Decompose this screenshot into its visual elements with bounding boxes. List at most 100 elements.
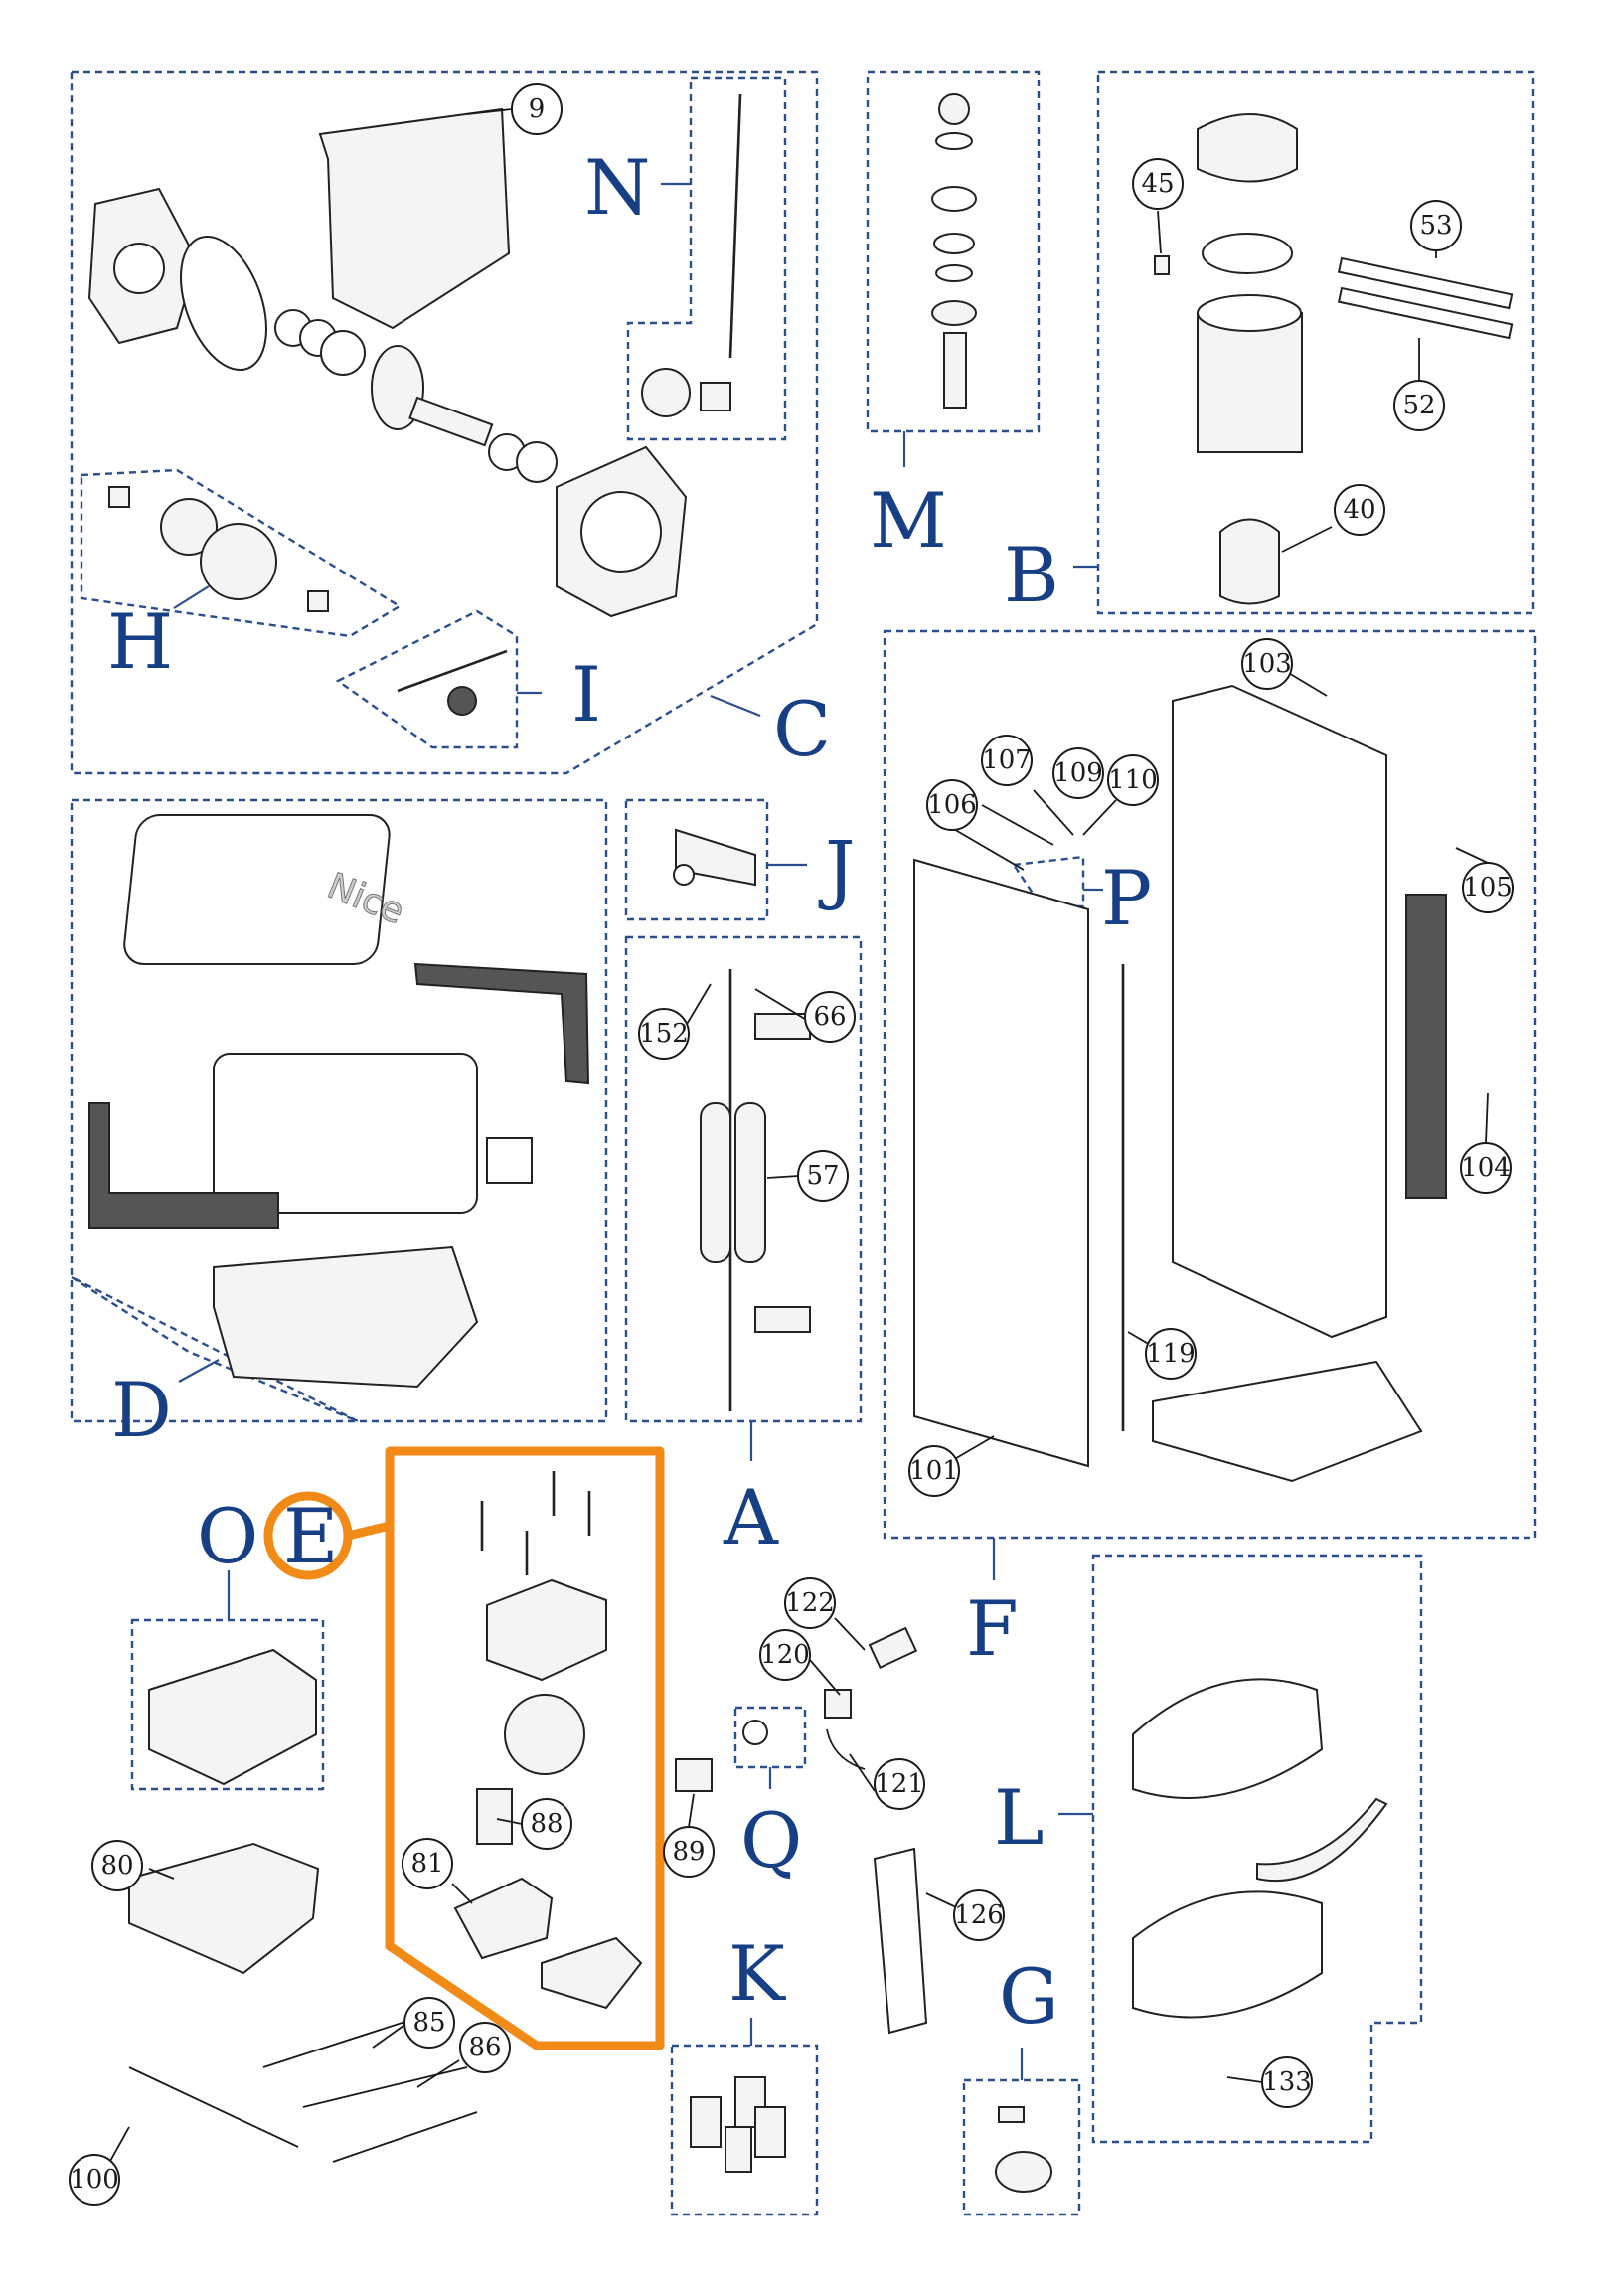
group-label-n: N [584, 143, 651, 232]
callout-103: 103 [1241, 638, 1293, 690]
callout-40: 40 [1334, 484, 1385, 536]
encoder-parts [397, 649, 508, 716]
svg-text:89: 89 [672, 1837, 705, 1867]
group-label-b: B [1004, 531, 1059, 619]
callout-86: 86 [459, 2022, 511, 2073]
svg-text:66: 66 [813, 1002, 846, 1032]
svg-text:100: 100 [70, 2165, 119, 2195]
column-parts [913, 684, 1447, 1483]
svg-text:110: 110 [1108, 765, 1158, 795]
group-m-box [866, 70, 1041, 433]
callout-9: 9 [511, 83, 563, 135]
group-n-box [626, 76, 787, 441]
callout-106: 106 [926, 779, 978, 831]
callout-110: 110 [1107, 754, 1159, 806]
svg-text:120: 120 [760, 1640, 810, 1670]
light-g [995, 2106, 1052, 2193]
callout-133: 133 [1261, 2056, 1313, 2108]
callout-89: 89 [663, 1826, 715, 1878]
svg-text:105: 105 [1463, 873, 1513, 902]
group-label-o: O [197, 1492, 258, 1580]
group-a-box [624, 935, 863, 1423]
group-i-box [335, 609, 519, 749]
group-label-e: E [283, 1492, 338, 1580]
group-h-box [80, 468, 402, 638]
callout-57: 57 [797, 1150, 849, 1202]
svg-text:9: 9 [529, 94, 546, 124]
svg-text:107: 107 [982, 745, 1032, 775]
svg-text:52: 52 [1402, 391, 1435, 420]
gearbox-parts [87, 107, 688, 618]
group-label-h: H [107, 597, 173, 686]
spring-assembly [700, 969, 811, 1411]
group-label-j: J [818, 824, 855, 912]
svg-text:104: 104 [1461, 1153, 1511, 1183]
callout-66: 66 [804, 991, 856, 1043]
group-k-box [670, 2044, 819, 2216]
group-label-k: K [728, 1929, 786, 2018]
group-d-box [70, 798, 608, 1423]
svg-text:119: 119 [1146, 1339, 1196, 1369]
group-c-box [70, 70, 819, 775]
svg-text:45: 45 [1141, 169, 1174, 199]
svg-text:101: 101 [909, 1456, 959, 1486]
group-p-box [1011, 855, 1085, 908]
leader-c [710, 694, 761, 718]
callout-107: 107 [981, 735, 1033, 786]
control-board [148, 1648, 317, 1786]
svg-text:103: 103 [1242, 649, 1292, 679]
group-label-f: F [966, 1584, 1019, 1673]
round-housing [1132, 1678, 1388, 2019]
svg-text:106: 106 [927, 790, 977, 820]
callout-152: 152 [638, 1008, 690, 1060]
bracket-j [673, 828, 756, 887]
callout-45: 45 [1132, 158, 1184, 210]
lock-parts [742, 1626, 918, 1770]
group-label-q: Q [740, 1796, 802, 1885]
svg-text:40: 40 [1343, 495, 1375, 525]
callout-119: 119 [1145, 1328, 1197, 1380]
group-label-a: A [723, 1473, 779, 1561]
svg-text:88: 88 [530, 1809, 563, 1839]
group-label-l: L [994, 1773, 1044, 1862]
group-label-g: G [999, 1952, 1059, 2041]
svg-text:152: 152 [639, 1019, 689, 1049]
group-f-box [883, 629, 1537, 1540]
callout-122: 122 [784, 1577, 836, 1629]
group-e-highlight-link [346, 1521, 392, 1541]
profile-126 [873, 1847, 928, 2035]
group-e-highlight-frame [385, 1446, 665, 2050]
group-l-box [1091, 1554, 1423, 2144]
motor-assembly [1154, 113, 1514, 605]
callout-100: 100 [69, 2154, 120, 2206]
callout-52: 52 [1393, 380, 1445, 431]
group-q-box [733, 1706, 807, 1769]
svg-text:81: 81 [410, 1849, 443, 1879]
group-label-m: M [870, 476, 947, 565]
leader-h [173, 585, 210, 609]
callout-105: 105 [1462, 862, 1514, 913]
cam-parts [641, 93, 742, 417]
callout-121: 121 [874, 1758, 925, 1810]
bracket-80 [128, 1842, 320, 1975]
callout-85: 85 [403, 1997, 455, 2049]
cover-parts: Nice [88, 814, 590, 1389]
callout-leaders [103, 108, 1489, 2173]
cap-89 [675, 1758, 713, 1792]
svg-text:80: 80 [100, 1851, 133, 1881]
cables-85-86 [128, 2017, 478, 2163]
callout-80: 80 [91, 1840, 143, 1891]
group-label-c: C [773, 685, 831, 773]
clips-k [690, 2076, 786, 2173]
group-d-box-corner [71, 1275, 359, 1423]
callout-53: 53 [1410, 200, 1462, 251]
shaft-stack [931, 93, 977, 409]
callout-126: 126 [953, 1889, 1005, 1941]
svg-text:122: 122 [785, 1588, 835, 1618]
leader-d [178, 1359, 220, 1383]
svg-text:109: 109 [1053, 758, 1103, 788]
group-g-box [962, 2078, 1081, 2216]
group-b-box [1096, 70, 1535, 615]
svg-text:86: 86 [468, 2033, 501, 2062]
